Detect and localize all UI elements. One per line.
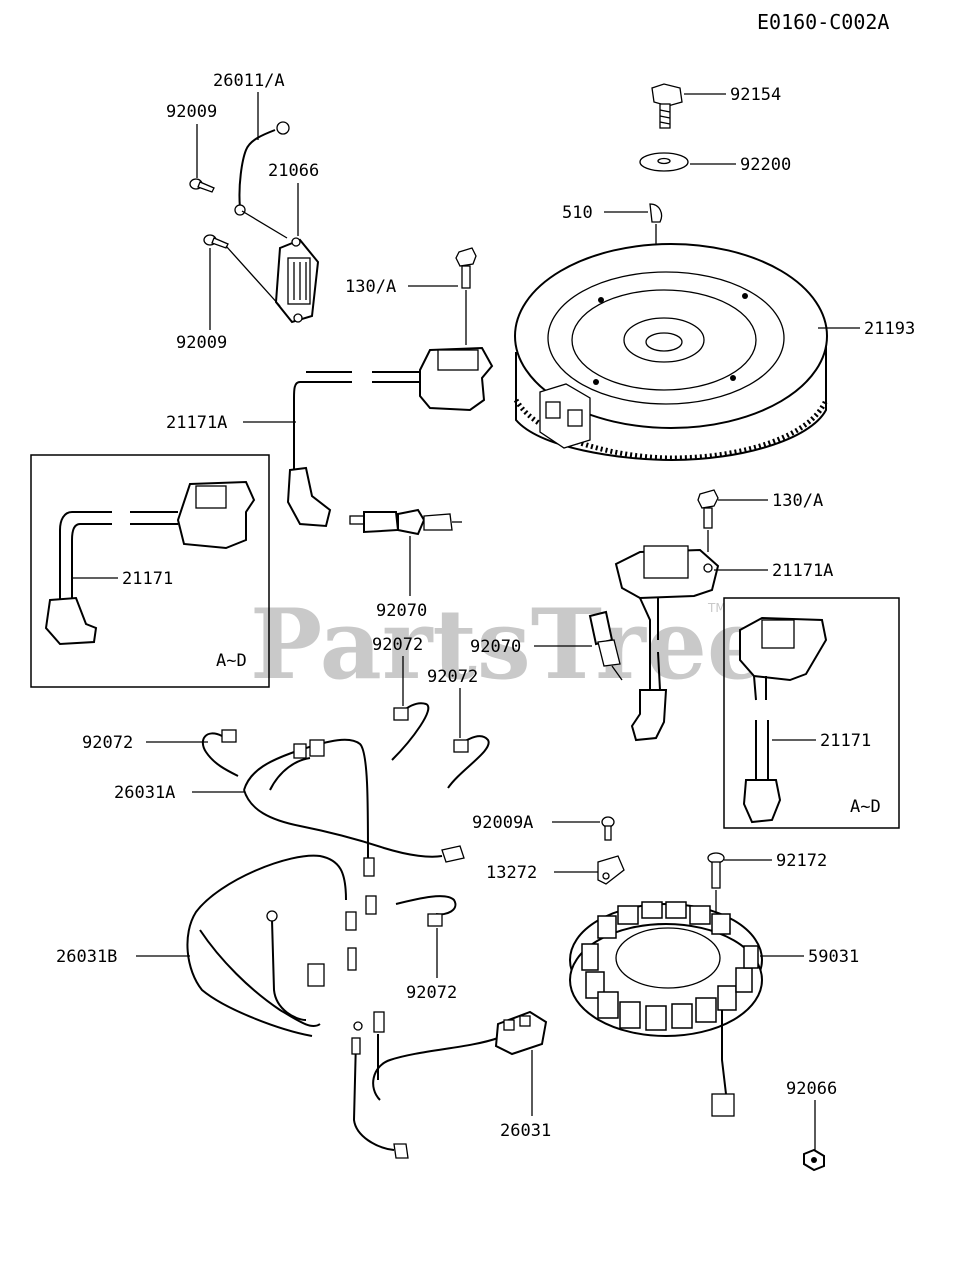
callout-21171a-right: 21171A [772, 561, 833, 581]
callout-21193: 21193 [864, 319, 915, 339]
bolt-130a-right[interactable] [697, 489, 719, 529]
variant-note-right: A~D [850, 797, 881, 817]
clamp-92072-c[interactable] [447, 735, 490, 789]
watermark: PartsTree [250, 588, 768, 701]
variant-note-left: A~D [216, 651, 247, 671]
callout-26031a: 26031A [114, 783, 175, 803]
ignition-coil-21171a-right[interactable] [614, 545, 720, 742]
harness-26031b[interactable] [186, 854, 357, 1037]
screw-92009a[interactable] [601, 816, 615, 841]
callout-92154: 92154 [730, 85, 781, 105]
callout-59031: 59031 [808, 947, 859, 967]
spark-plug-92070-left[interactable] [349, 508, 462, 536]
callout-92072-d: 92072 [406, 983, 457, 1003]
diagram-code: E0160-C002A [757, 10, 889, 34]
callout-26031: 26031 [500, 1121, 551, 1141]
callout-92009-top: 92009 [166, 102, 217, 122]
bracket-13272[interactable] [597, 855, 625, 885]
callout-92066: 92066 [786, 1079, 837, 1099]
regulator-21066[interactable] [274, 237, 320, 324]
stator-59031[interactable] [569, 901, 763, 1117]
watermark-trademark: TM [707, 601, 726, 615]
ignition-coil-21171-left-variant[interactable] [44, 480, 256, 646]
callout-92009a: 92009A [472, 813, 533, 833]
callout-21171-right: 21171 [820, 731, 871, 751]
nut-92066[interactable] [803, 1148, 825, 1172]
variant-inset-left [30, 454, 270, 688]
variant-inset-right [723, 597, 900, 829]
ground-lead-26011a[interactable] [234, 121, 290, 216]
callout-92172: 92172 [776, 851, 827, 871]
screw-92009-top[interactable] [189, 178, 215, 193]
harness-26031a[interactable] [243, 738, 465, 915]
ignition-coil-21171a-left[interactable] [286, 346, 494, 528]
callout-130a-right: 130/A [772, 491, 823, 511]
callout-92070-left: 92070 [376, 601, 427, 621]
washer-92200[interactable] [639, 152, 689, 172]
callout-92070-right: 92070 [470, 637, 521, 657]
clamp-92072-a[interactable] [201, 729, 239, 777]
flywheel-21193[interactable] [513, 243, 829, 462]
callout-21066: 21066 [268, 161, 319, 181]
callout-21171a-left: 21171A [166, 413, 227, 433]
screw-92009-bottom[interactable] [203, 234, 229, 249]
callout-21171-left: 21171 [122, 569, 173, 589]
callout-13272: 13272 [486, 863, 537, 883]
bolt-92154[interactable] [651, 83, 683, 129]
callout-92072-c: 92072 [427, 667, 478, 687]
key-510[interactable] [649, 203, 663, 223]
harness-26031[interactable] [351, 1010, 548, 1159]
callout-130a-top: 130/A [345, 277, 396, 297]
clamp-92072-b[interactable] [391, 702, 430, 761]
callout-92072-a: 92072 [82, 733, 133, 753]
callout-92072-b: 92072 [372, 635, 423, 655]
clamp-92072-d[interactable] [395, 895, 457, 927]
callout-26011a: 26011/A [213, 71, 285, 91]
callout-510: 510 [562, 203, 593, 223]
spark-plug-92070-right[interactable] [588, 610, 623, 681]
screw-92172[interactable] [707, 852, 725, 889]
bolt-130a-top[interactable] [455, 247, 477, 289]
ignition-coil-21171-right-variant[interactable] [739, 616, 828, 824]
callout-92009-bottom: 92009 [176, 333, 227, 353]
callout-92200: 92200 [740, 155, 791, 175]
callout-26031b: 26031B [56, 947, 117, 967]
